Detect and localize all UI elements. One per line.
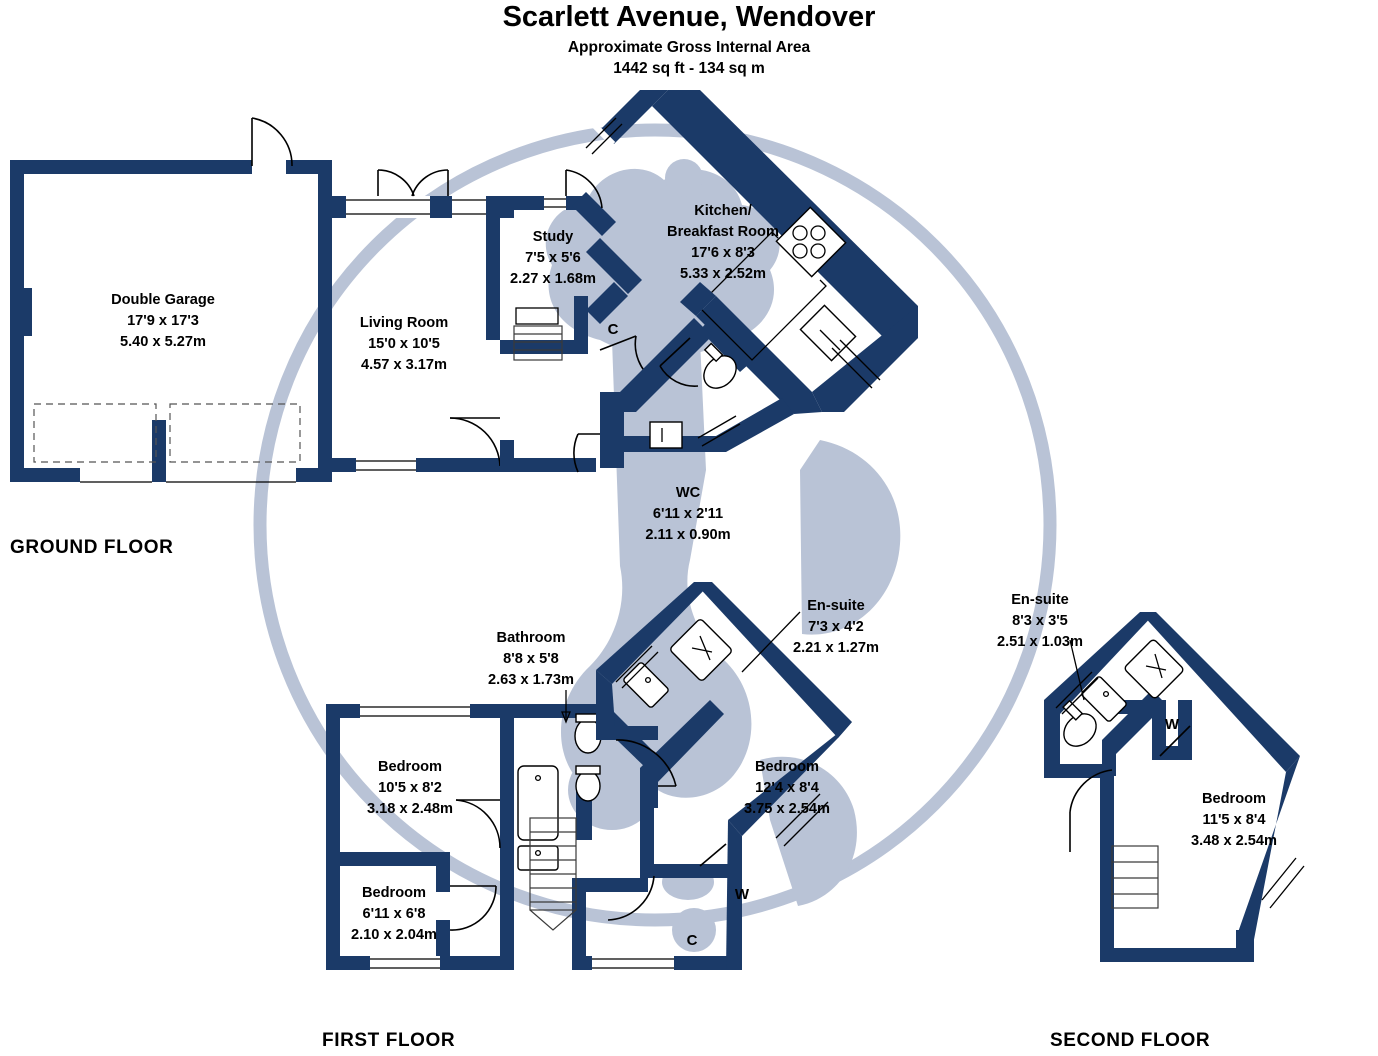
- room-label-ensuite-first-name: En-suite: [807, 598, 865, 614]
- living-room-window-bottom: [356, 458, 416, 472]
- marker-cupboard-ground: C: [608, 321, 619, 338]
- room-label-bedroom-1-name: Bedroom: [378, 759, 442, 775]
- first-floor-window-bottom-left: [370, 956, 440, 970]
- room-label-ensuite-first-metric: 2.21 x 1.27m: [793, 640, 879, 656]
- bathroom-walls-first: [500, 690, 660, 871]
- room-label-wc-imperial: 6'11 x 2'11: [653, 506, 723, 522]
- marker-wardrobe-first: W: [735, 886, 750, 903]
- living-room-window-top-right: [452, 196, 486, 218]
- room-label-living-room-imperial: 15'0 x 10'5: [368, 336, 440, 352]
- room-label-bathroom-metric: 2.63 x 1.73m: [488, 672, 574, 688]
- area-subtitle-line-2: 1442 sq ft - 134 sq m: [613, 60, 765, 77]
- kitchen-walls: [582, 90, 918, 414]
- room-label-bedroom-second-metric: 3.48 x 2.54m: [1191, 833, 1277, 849]
- area-subtitle-line-1: Approximate Gross Internal Area: [568, 39, 811, 56]
- room-label-wc-name: WC: [676, 485, 701, 501]
- room-label-double-garage-imperial: 17'9 x 17'3: [127, 313, 199, 329]
- first-floor-plan: Bathroom 8'8 x 5'8 2.63 x 1.73m En-suite…: [326, 582, 879, 970]
- floor-caption-second: SECOND FLOOR: [1050, 1030, 1210, 1051]
- room-label-bathroom-name: Bathroom: [497, 630, 566, 646]
- living-room-walls: [318, 169, 514, 472]
- second-floor-labels: En-suite 8'3 x 3'5 2.51 x 1.03m Bedroom …: [997, 592, 1277, 849]
- room-label-bedroom-3-metric: 3.75 x 2.54m: [744, 801, 830, 817]
- floor-caption-first: FIRST FLOOR: [322, 1030, 455, 1051]
- floor-caption-ground: GROUND FLOOR: [10, 537, 173, 558]
- marker-cupboard-first: C: [687, 932, 698, 949]
- living-room-window-top-left: [346, 196, 430, 218]
- room-label-study-metric: 2.27 x 1.68m: [510, 271, 596, 287]
- room-label-ensuite-second-metric: 2.51 x 1.03m: [997, 634, 1083, 650]
- room-label-living-room-metric: 4.57 x 3.17m: [361, 357, 447, 373]
- room-label-bedroom-2-imperial: 6'11 x 6'8: [363, 906, 426, 922]
- room-label-double-garage-name: Double Garage: [111, 292, 215, 308]
- room-label-ensuite-first-imperial: 7'3 x 4'2: [808, 619, 864, 635]
- wc-walls: [600, 282, 794, 468]
- room-label-bedroom-2-name: Bedroom: [362, 885, 426, 901]
- floor-captions: GROUND FLOOR FIRST FLOOR SECOND FLOOR: [10, 537, 1210, 1051]
- second-floor-plan: En-suite 8'3 x 3'5 2.51 x 1.03m Bedroom …: [997, 592, 1305, 962]
- room-label-wc-metric: 2.11 x 0.90m: [645, 527, 730, 543]
- first-floor-left-walls: [326, 704, 514, 970]
- room-label-bedroom-1-imperial: 10'5 x 8'2: [378, 780, 442, 796]
- room-label-ensuite-second-imperial: 8'3 x 3'5: [1012, 613, 1068, 629]
- header-block: Scarlett Avenue, Wendover Approximate Gr…: [503, 1, 876, 77]
- ground-floor-labels: Double Garage 17'9 x 17'3 5.40 x 5.27m L…: [111, 203, 779, 543]
- first-floor-labels: Bathroom 8'8 x 5'8 2.63 x 1.73m En-suite…: [351, 598, 879, 949]
- first-floor-window-top-left: [360, 704, 470, 718]
- room-label-kitchen-name-2: Breakfast Room: [667, 224, 779, 240]
- room-label-bedroom-second-imperial: 11'5 x 8'4: [1203, 812, 1267, 828]
- room-label-bedroom-1-metric: 3.18 x 2.48m: [367, 801, 453, 817]
- ground-floor-plan: Double Garage 17'9 x 17'3 5.40 x 5.27m L…: [10, 90, 918, 543]
- room-label-kitchen-imperial: 17'6 x 8'3: [691, 245, 755, 261]
- room-label-bedroom-second-name: Bedroom: [1202, 791, 1266, 807]
- room-label-bathroom-imperial: 8'8 x 5'8: [503, 651, 559, 667]
- room-label-bedroom-3-name: Bedroom: [755, 759, 819, 775]
- room-label-kitchen-metric: 5.33 x 2.52m: [680, 266, 766, 282]
- room-label-double-garage-metric: 5.40 x 5.27m: [120, 334, 206, 350]
- second-floor-walls: [1044, 612, 1305, 962]
- room-label-living-room-name: Living Room: [360, 315, 448, 331]
- marker-wardrobe-second: W: [1165, 716, 1180, 733]
- room-label-study-imperial: 7'5 x 5'6: [525, 250, 581, 266]
- room-label-study-name: Study: [533, 229, 574, 245]
- room-label-bedroom-2-metric: 2.10 x 2.04m: [351, 927, 437, 943]
- page-title: Scarlett Avenue, Wendover: [503, 1, 876, 33]
- study-and-hall-walls: [500, 169, 642, 473]
- room-label-kitchen-name-1: Kitchen/: [694, 203, 752, 219]
- room-label-ensuite-second-name: En-suite: [1011, 592, 1069, 608]
- first-floor-right-walls: [529, 582, 852, 970]
- room-label-bedroom-3-imperial: 12'4 x 8'4: [755, 780, 820, 796]
